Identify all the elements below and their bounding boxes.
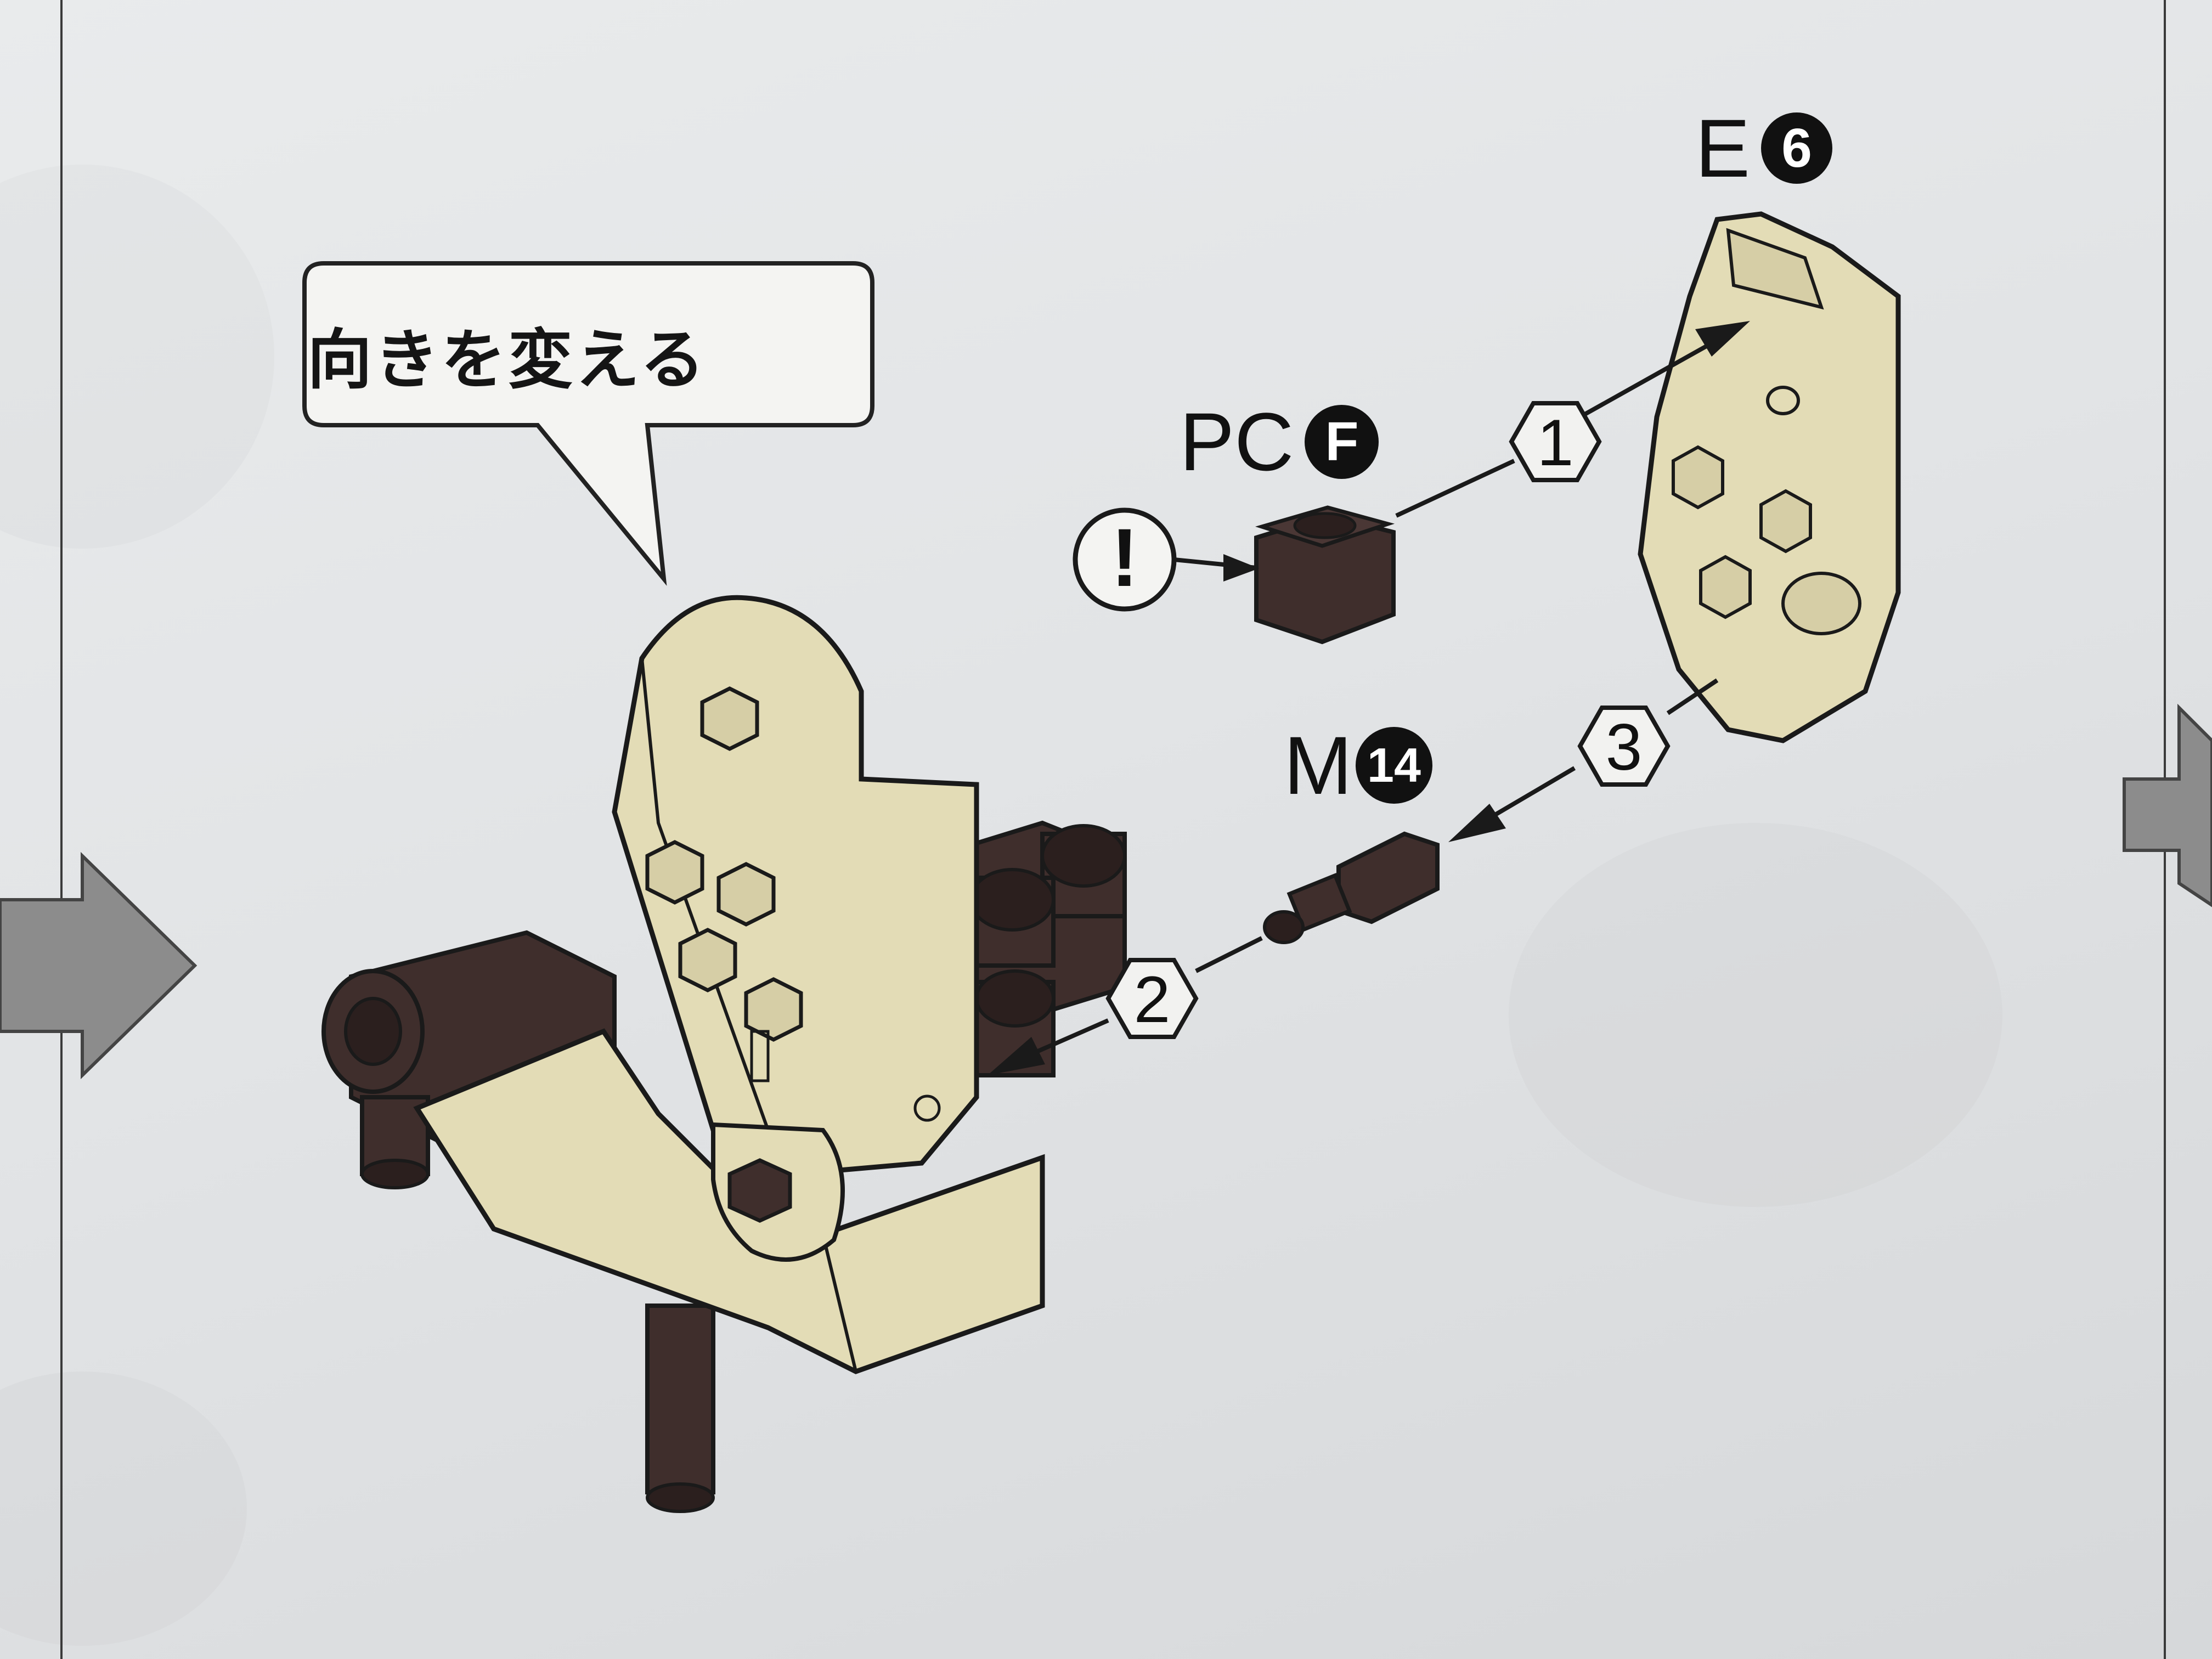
step-2-line bbox=[1195, 936, 1263, 973]
main-assembly bbox=[321, 595, 1127, 1513]
part-e6 bbox=[1638, 211, 1901, 743]
step-1-line bbox=[1395, 459, 1515, 518]
svg-text:!: ! bbox=[1111, 511, 1138, 603]
left-panel-border bbox=[60, 0, 63, 1659]
step-1-marker: 1 bbox=[1509, 401, 1602, 482]
caution-mark: ! bbox=[1073, 507, 1177, 612]
step-3-line bbox=[1666, 678, 1719, 715]
caution-arrowhead bbox=[1223, 554, 1259, 582]
part-label-pc: PC F bbox=[1180, 400, 1379, 483]
part-code-m: M bbox=[1284, 719, 1352, 811]
part-badge-6: 6 bbox=[1761, 112, 1833, 184]
svg-text:3: 3 bbox=[1606, 710, 1643, 784]
svg-text:2: 2 bbox=[1134, 963, 1171, 1036]
speech-bubble-text: 向きを変える bbox=[307, 322, 707, 398]
part-badge-14: 14 bbox=[1355, 727, 1432, 804]
step-1-arrowhead bbox=[1695, 321, 1750, 357]
part-label-e: E 6 bbox=[1695, 102, 1833, 194]
step-3-arrowhead bbox=[1448, 804, 1506, 842]
step-3-line bbox=[1480, 766, 1576, 825]
background-ghost bbox=[1509, 823, 2002, 1207]
step-1-line bbox=[1579, 338, 1718, 419]
step-2-marker: 2 bbox=[1105, 958, 1199, 1039]
speech-bubble bbox=[302, 261, 874, 586]
step-3-marker: 3 bbox=[1577, 706, 1671, 787]
part-code-pc: PC bbox=[1180, 396, 1294, 488]
part-code-e: E bbox=[1695, 102, 1751, 194]
part-label-m: M 14 bbox=[1284, 724, 1432, 806]
step-2-arrowhead bbox=[988, 1037, 1045, 1075]
flow-arrow-left bbox=[0, 851, 198, 1080]
part-m14 bbox=[1263, 831, 1440, 944]
part-pc-f bbox=[1254, 505, 1396, 645]
part-badge-f: F bbox=[1305, 404, 1379, 479]
svg-text:1: 1 bbox=[1537, 406, 1574, 479]
flow-arrow-right bbox=[2123, 703, 2212, 907]
